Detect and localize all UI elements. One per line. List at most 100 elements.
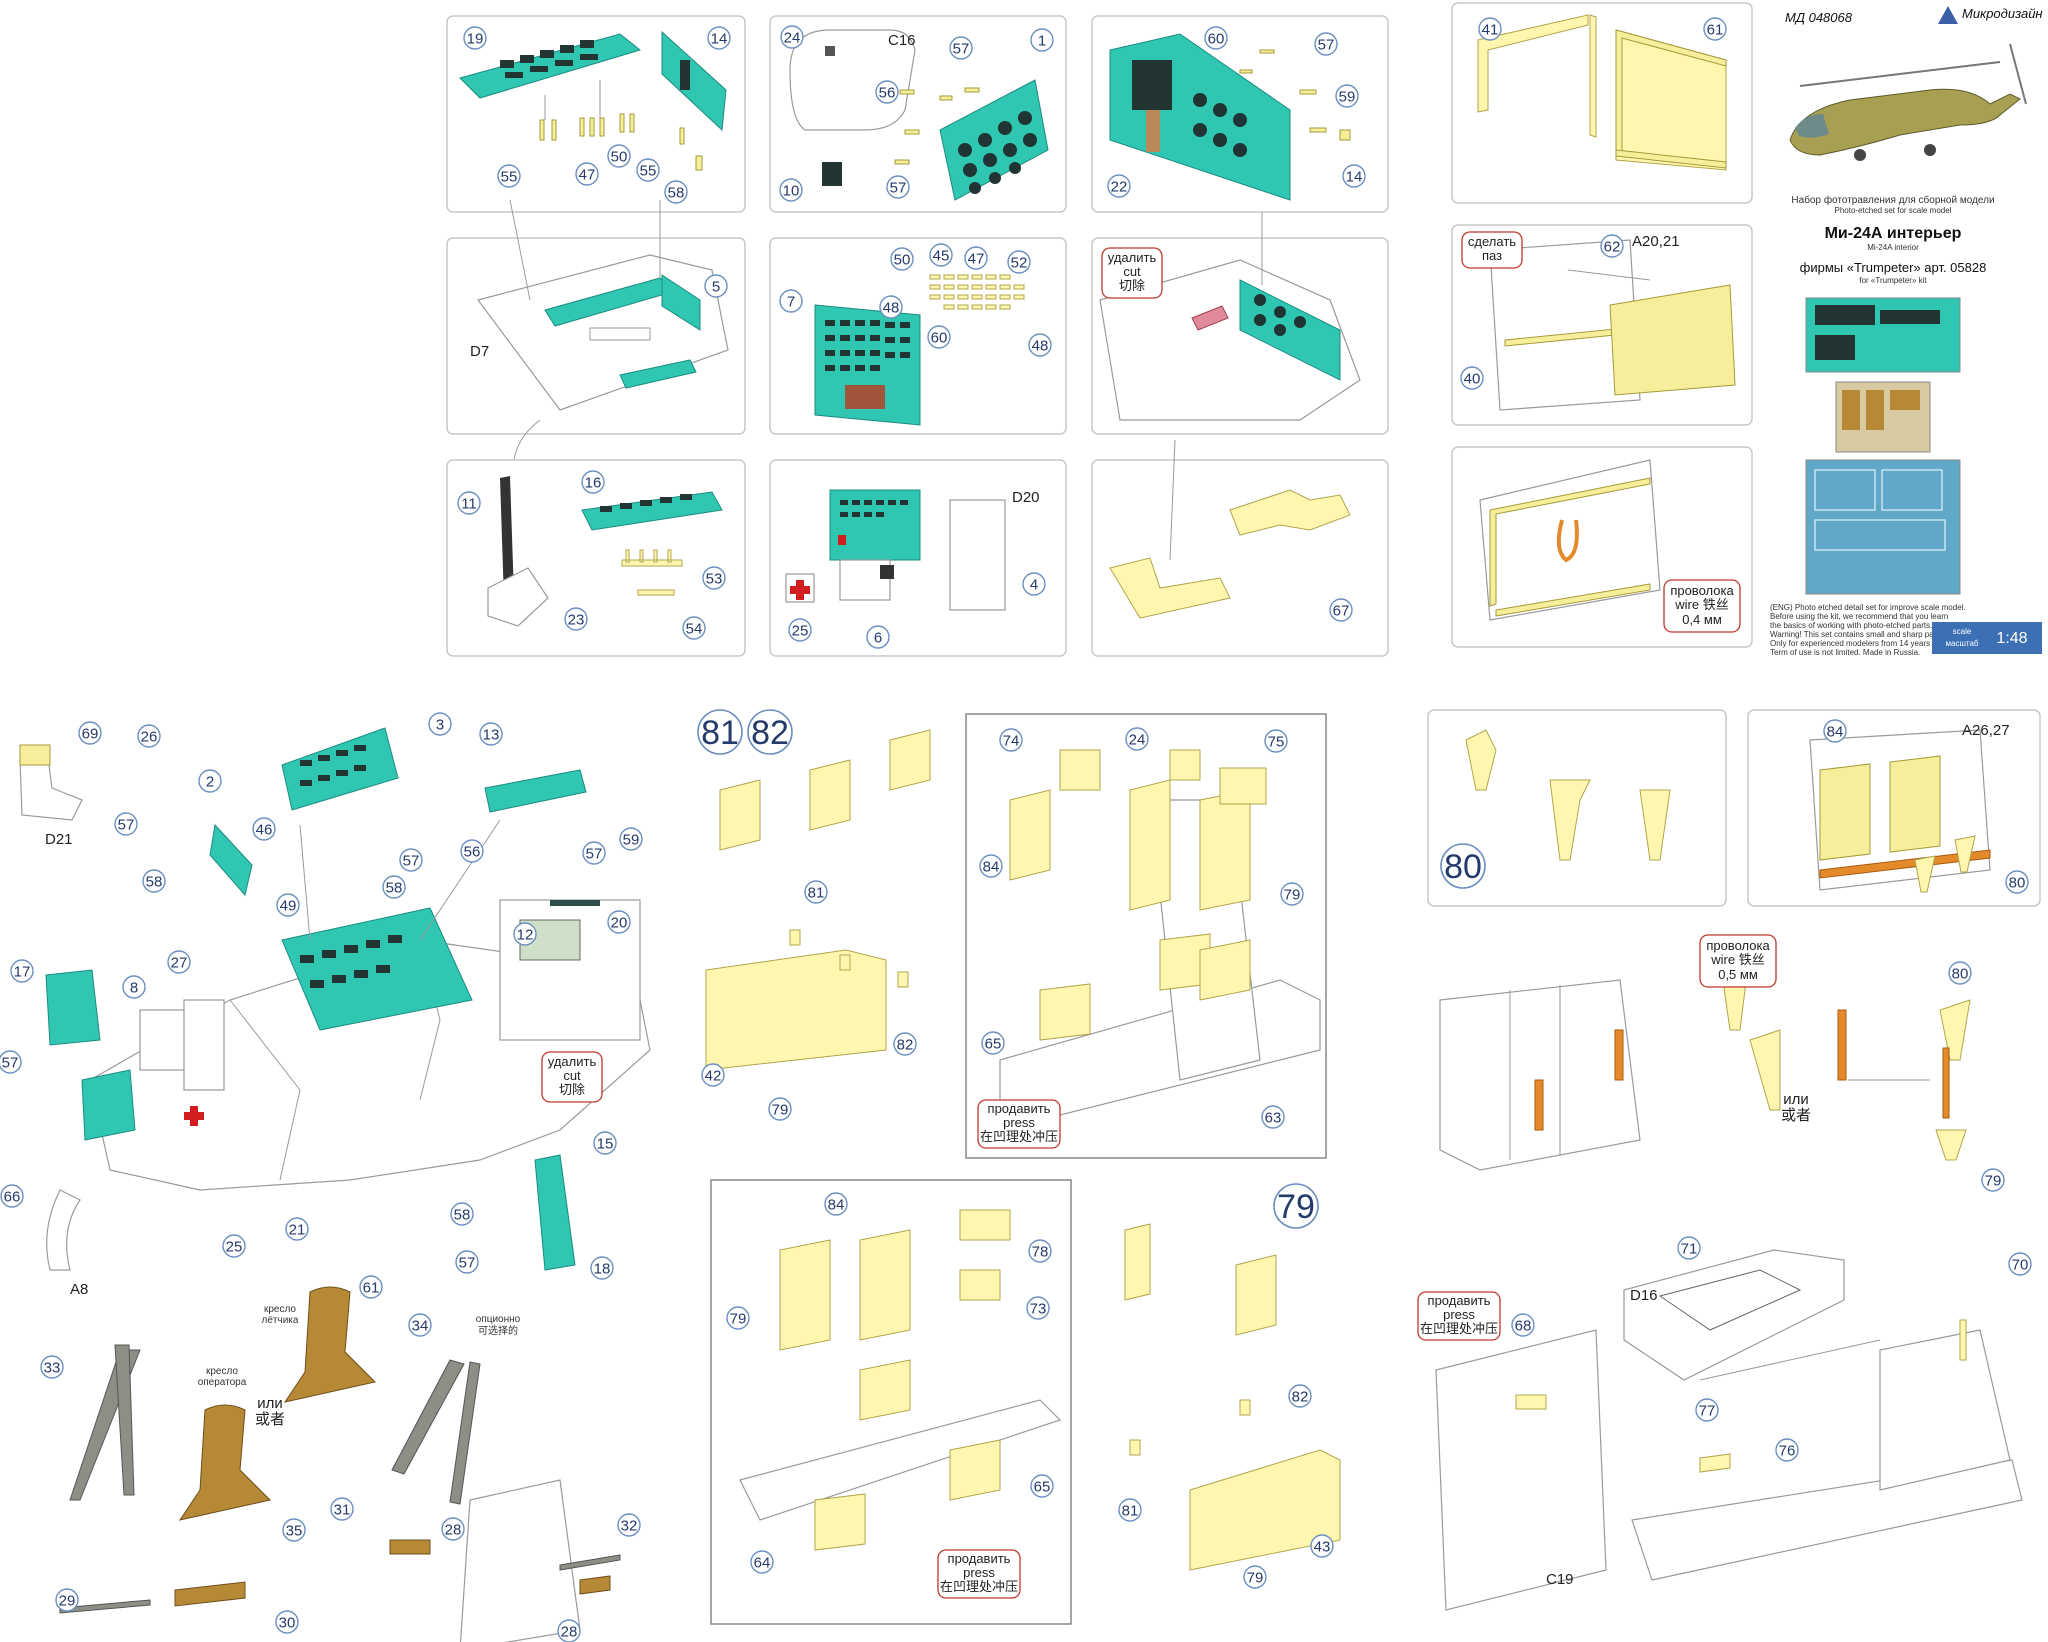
callout-doors_a-1: 82 <box>893 1032 917 1056</box>
callout-p3-3: 22 <box>1107 174 1131 198</box>
callout-r2-0: 80 <box>1948 961 1972 985</box>
svg-text:25: 25 <box>226 1239 243 1256</box>
svg-text:22: 22 <box>1111 179 1128 196</box>
svg-text:58: 58 <box>146 874 163 891</box>
callout-p2-2: 1 <box>1030 28 1054 52</box>
svg-text:59: 59 <box>1339 89 1356 106</box>
callout-r3-4: 76 <box>1775 1438 1799 1462</box>
product-ru: Набор фототравления для сборной модели <box>1791 194 1994 206</box>
svg-text:продавить: продавить <box>1428 1293 1491 1308</box>
svg-text:80: 80 <box>1444 848 1482 886</box>
svg-text:62: 62 <box>1604 239 1621 256</box>
svg-text:57: 57 <box>403 853 420 870</box>
svg-text:Warning! This set contains sma: Warning! This set contains small and sha… <box>1770 630 1945 639</box>
svg-text:61: 61 <box>1707 22 1724 39</box>
floor-d16-assembly <box>1435 1249 2023 1611</box>
callout-right-1: 81 <box>1118 1498 1142 1522</box>
svg-text:78: 78 <box>1032 1244 1049 1261</box>
product-header: МД 048068 Микродизайн Набор фототравлени… <box>1770 6 2043 657</box>
svg-text:73: 73 <box>1030 1301 1047 1318</box>
callout-main-23: 58 <box>450 1202 474 1226</box>
svg-text:27: 27 <box>171 955 188 972</box>
label-d21: D21 <box>45 831 73 848</box>
svg-text:24: 24 <box>784 30 801 47</box>
callout-main-5: 2 <box>198 769 222 793</box>
svg-text:14: 14 <box>711 31 728 48</box>
callout-p1-3: 47 <box>575 162 599 186</box>
callout-main-17: 12 <box>513 922 537 946</box>
box-assembly-1 <box>965 713 1327 1159</box>
svg-text:66: 66 <box>4 1189 21 1206</box>
callout-main-11: 58 <box>142 869 166 893</box>
svg-text:65: 65 <box>1034 1479 1051 1496</box>
svg-text:33: 33 <box>44 1360 61 1377</box>
callout-main-0: 69 <box>78 721 102 745</box>
callout-main-3: 3 <box>428 712 452 736</box>
callout-main-25: 18 <box>590 1256 614 1280</box>
callout-main-2: 57 <box>114 812 138 836</box>
svg-text:25: 25 <box>792 623 809 640</box>
svg-text:50: 50 <box>611 149 628 166</box>
svg-text:79: 79 <box>1985 1173 2002 1190</box>
svg-text:57: 57 <box>586 846 603 863</box>
svg-text:57: 57 <box>890 180 907 197</box>
svg-text:64: 64 <box>754 1555 771 1572</box>
callout-p2-5: 57 <box>886 175 910 199</box>
svg-text:21: 21 <box>289 1222 306 1239</box>
callout-main-30: 35 <box>282 1518 306 1542</box>
svg-text:46: 46 <box>256 822 273 839</box>
callout-main-33: 32 <box>617 1513 641 1537</box>
svg-text:10: 10 <box>783 183 800 200</box>
callout-box1-4: 79 <box>1280 882 1304 906</box>
svg-text:67: 67 <box>1333 603 1350 620</box>
svg-text:14: 14 <box>1346 169 1363 186</box>
callout-main-7: 57 <box>399 848 423 872</box>
callout-box2-1: 78 <box>1028 1239 1052 1263</box>
svg-text:удалить: удалить <box>548 1054 597 1069</box>
svg-text:Term of use is not limited. Ma: Term of use is not limited. Made in Russ… <box>1770 648 1920 657</box>
svg-text:82: 82 <box>751 714 789 752</box>
panel-door-installed <box>1451 446 1753 648</box>
note-press-1: продавить press 在凹理处冲压 <box>977 1099 1061 1149</box>
callout-p5-2: 47 <box>964 246 988 270</box>
callout-p7-1: 16 <box>581 470 605 494</box>
svg-text:24: 24 <box>1129 732 1146 749</box>
svg-text:press: press <box>1003 1115 1035 1130</box>
svg-text:20: 20 <box>611 915 628 932</box>
callout-box1-6: 63 <box>1261 1105 1285 1129</box>
svg-text:79: 79 <box>1247 1570 1264 1587</box>
svg-text:84: 84 <box>828 1197 845 1214</box>
svg-text:61: 61 <box>363 1280 380 1297</box>
callout-p2-0: 24 <box>780 25 804 49</box>
svg-text:сделать: сделать <box>1468 234 1516 249</box>
callout-p2-4: 10 <box>779 178 803 202</box>
svg-text:cut: cut <box>1123 264 1141 279</box>
panel-overhead <box>446 459 746 657</box>
callout-p5-4: 7 <box>779 289 803 313</box>
callout-r3-2: 68 <box>1511 1313 1535 1337</box>
callout-box1-0: 74 <box>999 728 1023 752</box>
callout-p10-0: 41 <box>1478 17 1502 41</box>
svg-text:84: 84 <box>983 859 1000 876</box>
label-d7: D7 <box>470 343 489 360</box>
callout-p7-3: 23 <box>564 607 588 631</box>
callout-doors_a-3: 79 <box>768 1097 792 1121</box>
callout-main-12: 49 <box>276 893 300 917</box>
callout-main-22: 15 <box>593 1131 617 1155</box>
panel-a26-27 <box>1747 709 2041 907</box>
callout-r3-0: 71 <box>1677 1236 1701 1260</box>
callout-p2-3: 56 <box>875 80 899 104</box>
callout-box2-3: 73 <box>1026 1296 1050 1320</box>
svg-text:удалить: удалить <box>1108 250 1157 265</box>
callout-box2-2: 79 <box>726 1306 750 1330</box>
callout-main-6: 46 <box>252 817 276 841</box>
callout-doors_a-0: 81 <box>804 880 828 904</box>
panel-instrument-consoles <box>446 15 746 213</box>
big-number-80: 80 <box>1440 843 1486 889</box>
scale-badge: scale масштаб 1:48 <box>1932 622 2042 654</box>
svg-text:проволока: проволока <box>1670 583 1734 598</box>
svg-text:12: 12 <box>517 927 534 944</box>
svg-text:40: 40 <box>1464 371 1481 388</box>
callout-p5-1: 45 <box>929 243 953 267</box>
